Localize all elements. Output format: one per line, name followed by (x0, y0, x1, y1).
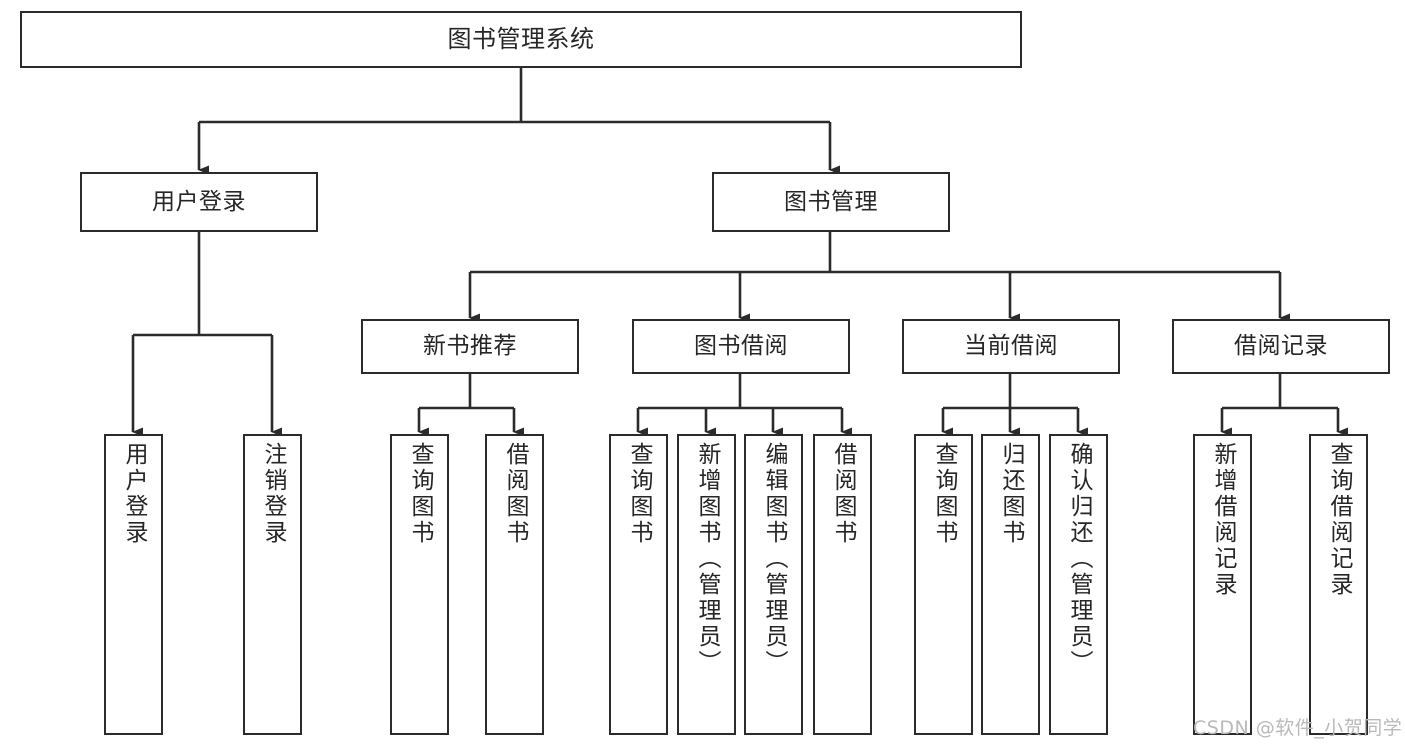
node-leaf-add-book[interactable]: 新增图书（管理员） (677, 434, 736, 735)
node-leaf-borrow-book-2[interactable]: 借阅图书 (813, 434, 872, 735)
node-root-label: 图书管理系统 (447, 24, 595, 53)
node-new-book-recommend[interactable]: 新书推荐 (361, 319, 579, 374)
node-leaf-edit-book-label: 编辑图书（管理员） (761, 442, 787, 676)
node-book-manage[interactable]: 图书管理 (712, 172, 950, 232)
node-book-manage-label: 图书管理 (784, 188, 878, 215)
node-leaf-query-book-1-label: 查询图书 (407, 442, 433, 546)
node-leaf-query-book-2[interactable]: 查询图书 (609, 434, 668, 735)
node-leaf-confirm-return[interactable]: 确认归还（管理员） (1049, 434, 1108, 735)
node-leaf-query-record-label: 查询借阅记录 (1326, 442, 1352, 598)
node-leaf-user-logout-label: 注销登录 (260, 442, 286, 546)
node-user-login-label: 用户登录 (152, 188, 246, 215)
node-book-borrow-label: 图书借阅 (694, 333, 788, 360)
node-leaf-borrow-book-1[interactable]: 借阅图书 (485, 434, 544, 735)
node-leaf-borrow-book-2-label: 借阅图书 (830, 442, 856, 546)
node-new-book-recommend-label: 新书推荐 (423, 333, 517, 360)
node-leaf-return-book[interactable]: 归还图书 (981, 434, 1040, 735)
node-leaf-query-book-1[interactable]: 查询图书 (390, 434, 449, 735)
node-leaf-query-book-3-label: 查询图书 (931, 442, 957, 546)
node-user-login[interactable]: 用户登录 (80, 172, 318, 232)
node-leaf-query-record[interactable]: 查询借阅记录 (1309, 434, 1368, 735)
node-leaf-query-book-2-label: 查询图书 (626, 442, 652, 546)
node-leaf-user-login[interactable]: 用户登录 (104, 434, 163, 735)
node-leaf-add-record-label: 新增借阅记录 (1210, 442, 1236, 598)
node-borrow-record-label: 借阅记录 (1234, 333, 1328, 360)
node-root[interactable]: 图书管理系统 (20, 11, 1022, 68)
node-borrow-record[interactable]: 借阅记录 (1172, 319, 1390, 374)
node-leaf-borrow-book-1-label: 借阅图书 (502, 442, 528, 546)
node-leaf-add-book-label: 新增图书（管理员） (694, 442, 720, 676)
csdn-watermark: CSDN @软件_小贺同学 (1193, 717, 1403, 739)
node-current-borrow-label: 当前借阅 (964, 333, 1058, 360)
node-leaf-query-book-3[interactable]: 查询图书 (914, 434, 973, 735)
node-leaf-add-record[interactable]: 新增借阅记录 (1193, 434, 1252, 735)
node-leaf-user-logout[interactable]: 注销登录 (243, 434, 302, 735)
node-leaf-user-login-label: 用户登录 (121, 442, 147, 546)
node-current-borrow[interactable]: 当前借阅 (902, 319, 1120, 374)
node-book-borrow[interactable]: 图书借阅 (632, 319, 850, 374)
node-leaf-return-book-label: 归还图书 (998, 442, 1024, 546)
node-leaf-edit-book[interactable]: 编辑图书（管理员） (744, 434, 803, 735)
node-leaf-confirm-return-label: 确认归还（管理员） (1066, 442, 1092, 676)
